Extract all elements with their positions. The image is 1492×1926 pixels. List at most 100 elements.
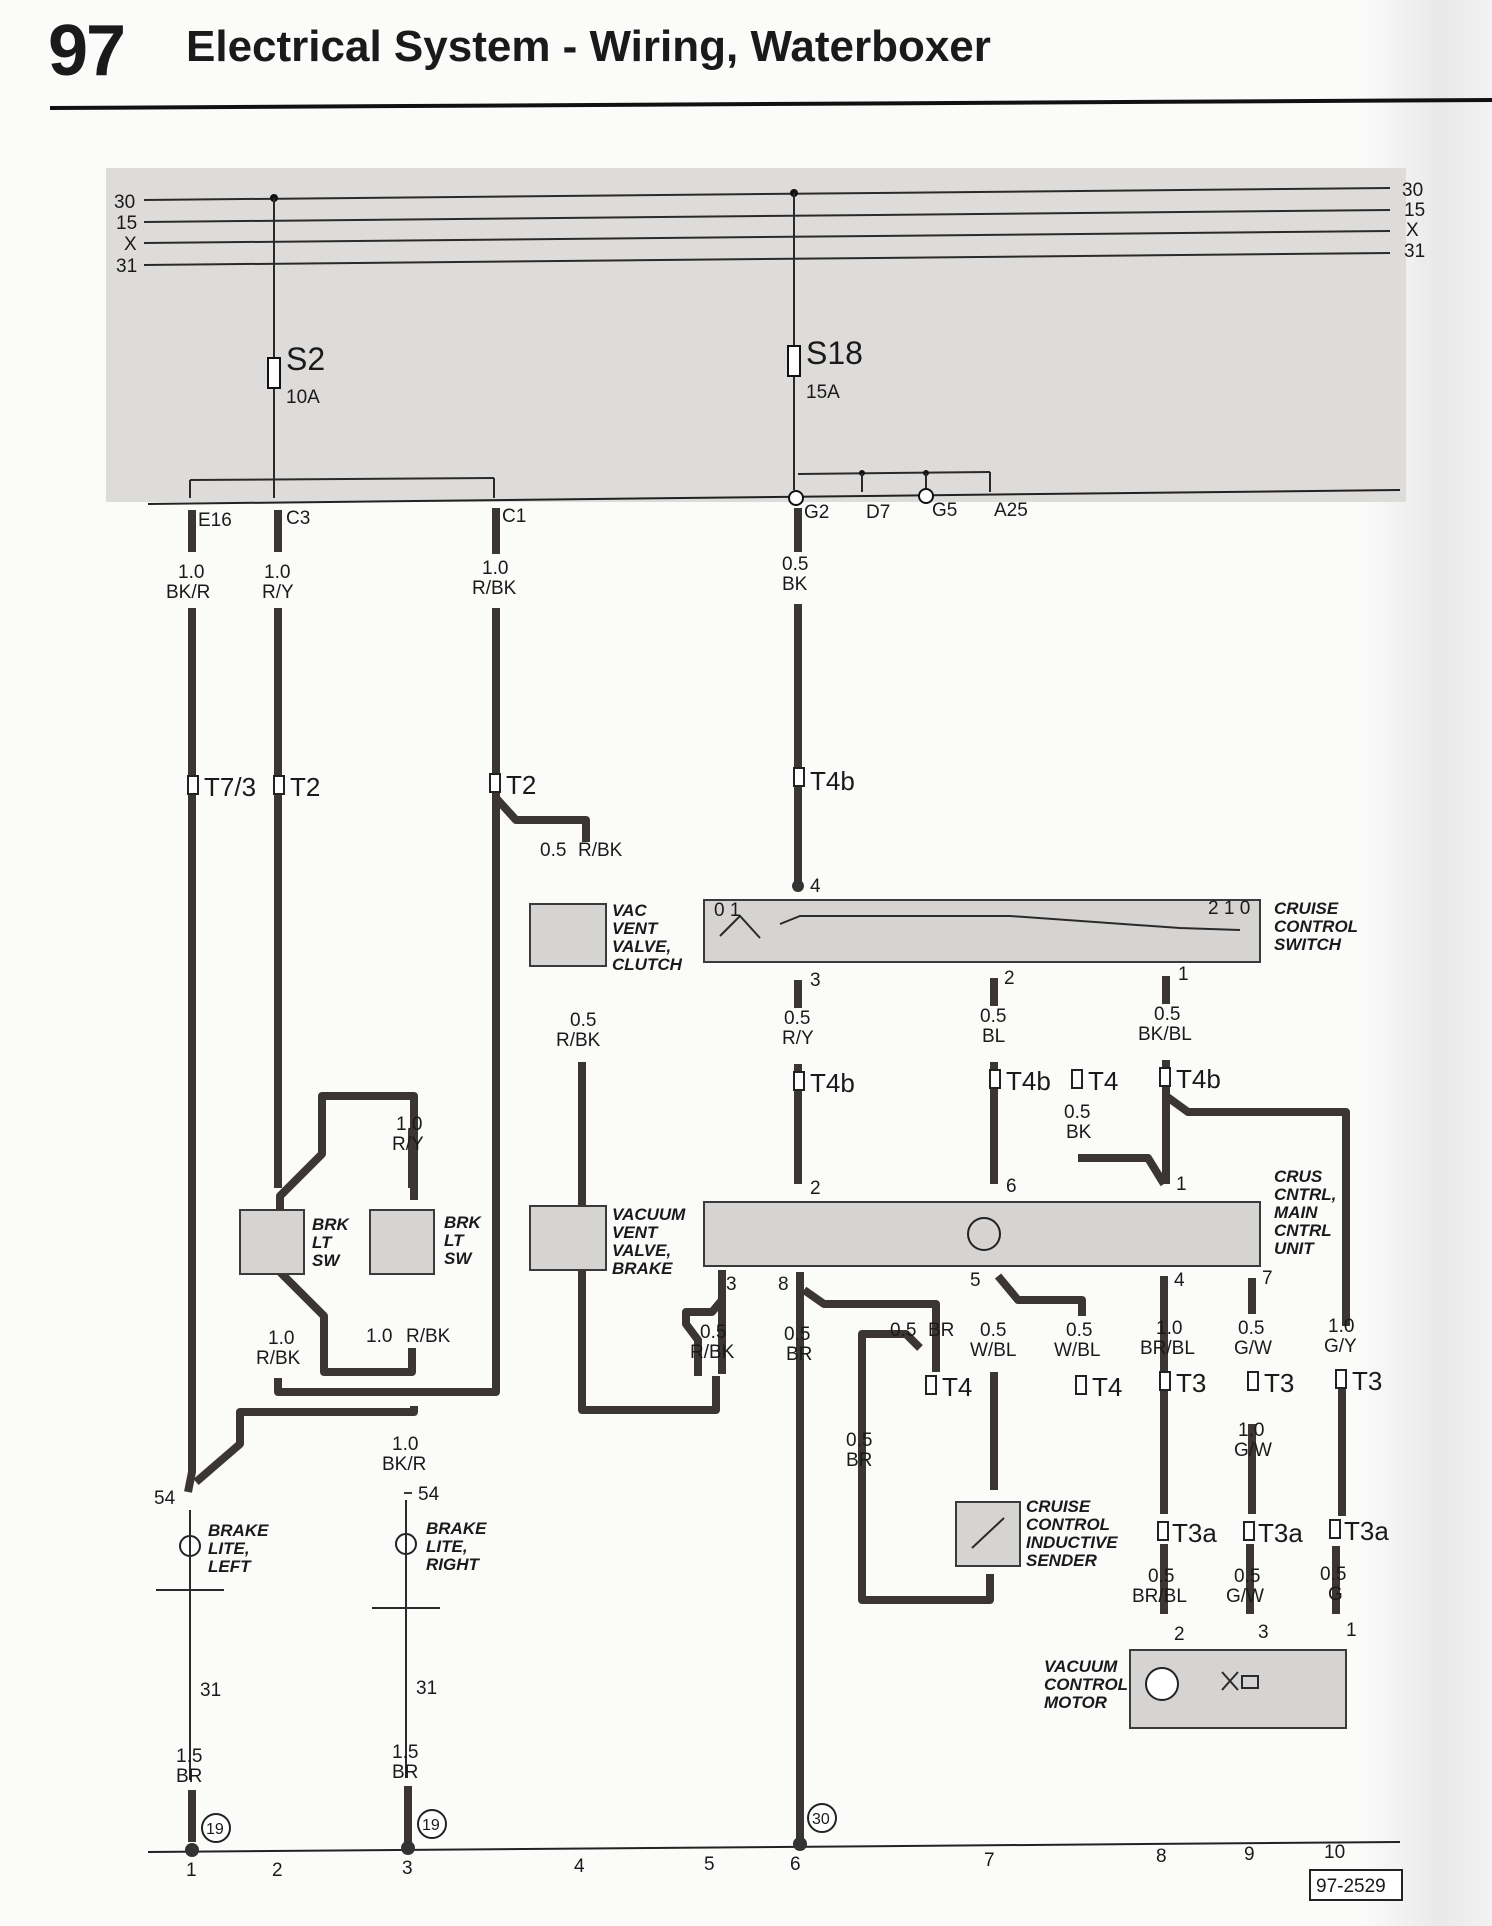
wire-label-color: BK/BL — [1138, 1024, 1192, 1045]
label-inductive-sender: CRUISE CONTROL INDUCTIVE SENDER — [1026, 1497, 1122, 1570]
wire-label-size: 0.5 — [782, 554, 808, 575]
control-unit-symbol — [967, 1217, 1001, 1251]
fuse-s2: S2 10A — [189, 194, 495, 498]
wire-label-size: 1.0 — [1328, 1316, 1354, 1337]
track-number: 9 — [1244, 1844, 1255, 1865]
pin-number: 3 — [1258, 1622, 1269, 1643]
track-number: 4 — [574, 1856, 585, 1877]
terminal-c3: C3 — [286, 508, 310, 529]
wire-label-color: BL — [982, 1026, 1005, 1047]
pin-number: 3 — [810, 970, 821, 991]
wire-g-track10 — [1332, 1376, 1346, 1614]
vac-vent-valve-clutch-box — [529, 903, 607, 967]
wire-label-size: 1.5 — [176, 1746, 202, 1767]
wire-br-sender-loop — [858, 1330, 994, 1604]
ground-point-30: 30 — [812, 1811, 830, 1828]
pin-number: 1 — [1346, 1620, 1357, 1641]
wire-label-color: R/BK — [256, 1348, 301, 1369]
wire-label-size: 0.5 — [570, 1010, 596, 1031]
pin-number: 1 — [1176, 1174, 1187, 1195]
connector-t7-3: T7/3 — [204, 772, 256, 802]
track-number: 1 — [186, 1860, 197, 1881]
track-number: 8 — [1156, 1846, 1167, 1867]
wire-label-color: R/BK — [690, 1342, 735, 1363]
bus-label-x: X — [124, 234, 137, 255]
wire-label-size: 0.5 — [980, 1006, 1006, 1027]
connector-t3a: T3a — [1258, 1518, 1303, 1548]
wire-pin5-w-bl — [994, 1273, 1086, 1316]
ground-point-19: 19 — [422, 1817, 440, 1834]
bus-label-15-right: 15 — [1404, 200, 1425, 221]
connector-t4b: T4b — [810, 766, 855, 796]
wire-brk-lt-sw-right-loop — [276, 1092, 418, 1218]
wire-label-size: 1.5 — [392, 1742, 418, 1763]
wire-label-color: W/BL — [1054, 1340, 1100, 1361]
wire-label-color: G/W — [1226, 1586, 1264, 1607]
connector-t3: T3 — [1352, 1366, 1382, 1396]
pin-number: 54 — [154, 1488, 176, 1509]
wire-label-size: 0.5 — [846, 1430, 872, 1451]
wire-label-color: BK — [782, 574, 808, 595]
wire-r-bk-track4 — [274, 508, 500, 1396]
wire-label-size: 0.5 — [1066, 1320, 1092, 1341]
connector-labels: T7/3 T2 T2 T4b T4b T4b T4 T4b T4 T4 T3 T… — [187, 766, 1389, 1548]
terminal-c1: C1 — [502, 506, 526, 527]
wire-label-size: 1.0 — [482, 558, 508, 579]
current-track-numbers: 1 2 3 4 5 6 7 8 9 10 — [186, 1842, 1345, 1881]
wire-label-color: G/W — [1234, 1338, 1272, 1359]
terminal-g5: G5 — [932, 500, 957, 521]
brk-lt-sw-right-box — [369, 1209, 435, 1275]
cruise-switch-positions-left: 0 1 — [714, 900, 740, 921]
pin-number: 7 — [1262, 1268, 1273, 1289]
cruise-switch-positions-right: 2 1 0 — [1208, 898, 1250, 919]
connector-t4: T4 — [1088, 1066, 1118, 1096]
wire-label-size: 1.0 — [1238, 1420, 1264, 1441]
connector-t2: T2 — [290, 772, 320, 802]
pin-number: 4 — [1174, 1270, 1185, 1291]
wire-label-size: 1.0 — [264, 562, 290, 583]
cruise-control-switch-box — [703, 899, 1261, 963]
wire-label-color: G/W — [1234, 1440, 1272, 1461]
wire-label-size: 0.5 — [1234, 1566, 1260, 1587]
vacuum-vent-valve-brake-box — [529, 1205, 607, 1271]
cruise-switch-contacts — [719, 914, 1241, 939]
pin-number: 6 — [1006, 1176, 1017, 1197]
wire-brk-lt-sw-out — [275, 1267, 416, 1376]
fuse-s18-rating: 15A — [806, 382, 840, 403]
fuse-relay-panel — [106, 168, 1406, 502]
terminal-d7: D7 — [866, 502, 890, 523]
wire-label-color: G — [1328, 1584, 1343, 1605]
wire-brake-lite-left-feed — [193, 1406, 418, 1486]
bus-lines: 30 15 X 31 30 15 X 31 — [114, 180, 1425, 277]
wire-label-color: G/Y — [1324, 1336, 1357, 1357]
wire-label-size: 1.0 — [268, 1328, 294, 1349]
wire-label-size: 1.0 — [392, 1434, 418, 1455]
bus-label-x-right: X — [1406, 220, 1419, 241]
connector-t4: T4 — [942, 1372, 972, 1402]
wire-label-color: R/BK — [406, 1326, 451, 1347]
label-brake-lite-right: BRAKE LITE, RIGHT — [426, 1519, 491, 1574]
wire-label-color: BK/R — [382, 1454, 426, 1475]
wire-label-size: 1.0 — [396, 1114, 422, 1135]
pin-number: 54 — [418, 1484, 440, 1505]
wire-g-y-to-t3 — [1163, 1092, 1350, 1326]
connector-t3: T3 — [1176, 1368, 1206, 1398]
pin-number: 31 — [200, 1680, 221, 1701]
label-brk-lt-sw-right: BRK LT SW — [444, 1213, 486, 1268]
track-number: 6 — [790, 1854, 801, 1875]
wire-label-color: R/Y — [262, 582, 294, 603]
wire-labels: 1.0 BK/R 1.0 R/Y 1.0 R/BK 0.5 BK 0.5 R/B… — [166, 554, 1357, 1787]
bus-label-15: 15 — [116, 213, 137, 234]
pin-number: 3 — [726, 1274, 737, 1295]
wire-label-size: 1.0 — [366, 1326, 392, 1347]
terminal-g2: G2 — [804, 502, 829, 523]
wire-label-size: 1.0 — [178, 562, 204, 583]
inductive-sender-symbol — [971, 1517, 1005, 1549]
label-vac-vent-valve-clutch: VAC VENT VALVE, CLUTCH — [612, 901, 683, 974]
fuse-s18-id: S18 — [806, 335, 863, 371]
component-labels: CRUISE CONTROL SWITCH VAC VENT VALVE, CL… — [208, 899, 1358, 1712]
wire-label-size: 0.5 — [1320, 1564, 1346, 1585]
wire-label-color: R/BK — [578, 840, 623, 861]
fuse-s2-id: S2 — [286, 341, 325, 377]
